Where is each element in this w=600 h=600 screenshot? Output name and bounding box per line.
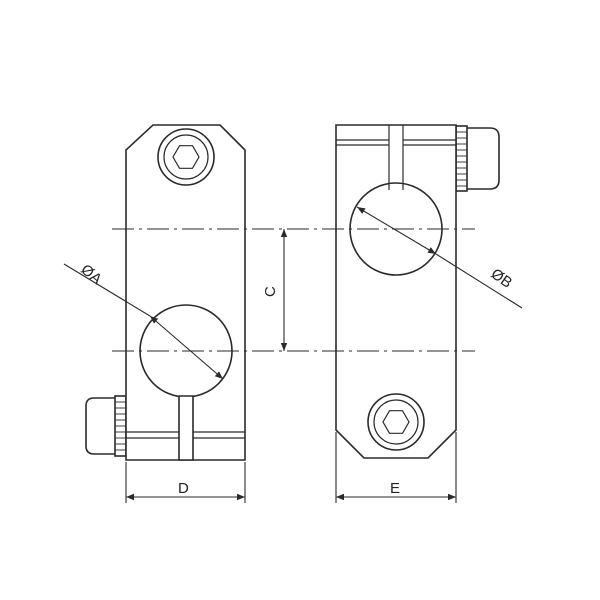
hex-socket-screw-icon	[157, 128, 215, 186]
label-dia-b: ØB	[488, 265, 516, 291]
label-e: E	[390, 480, 400, 497]
left-slot	[178, 395, 194, 461]
label-dia-a: ØA	[77, 261, 105, 288]
left-clamp-view	[85, 124, 246, 461]
dimension-e: E	[335, 432, 457, 503]
knurled-screw-icon	[455, 125, 500, 192]
label-d: D	[178, 480, 189, 497]
hex-socket-screw-icon	[367, 393, 425, 451]
right-clamp-view	[335, 124, 500, 459]
knurled-screw-icon	[85, 395, 127, 457]
dimension-c: C	[262, 229, 288, 351]
dimension-d: D	[125, 462, 246, 503]
label-c: C	[262, 286, 279, 297]
